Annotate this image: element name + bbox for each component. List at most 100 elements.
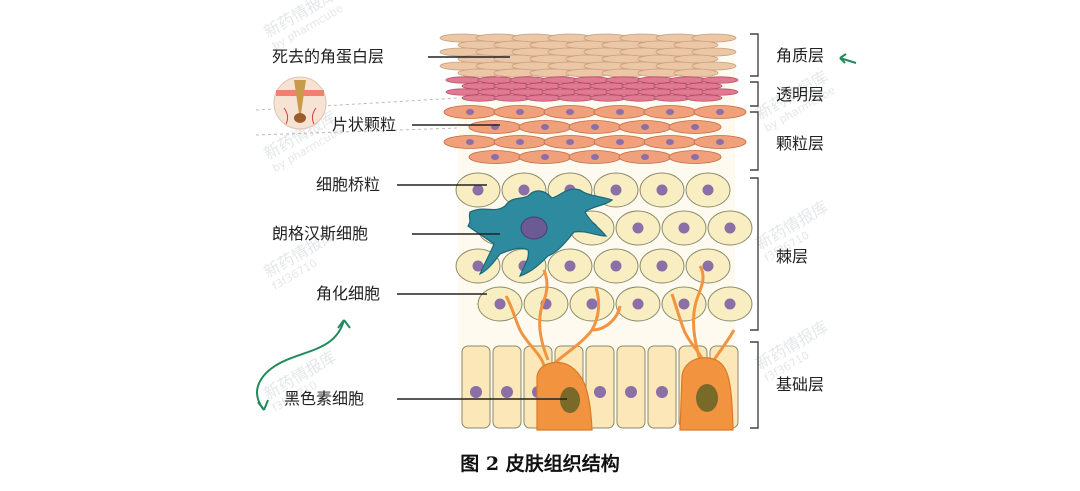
granular-nucleus [616,109,624,115]
granular-nucleus [541,154,549,160]
skin-illustration [440,34,752,430]
granular-nucleus [591,124,599,130]
lucidum-cell [702,89,738,95]
granular-nucleus [541,124,549,130]
lucidum-cell [462,83,498,89]
watermark-1: 新药情报库 by pharmcube [261,0,346,53]
spinous-nucleus [703,185,714,196]
figure-caption: 图 2 皮肤组织结构 [460,452,619,475]
granular-nucleus [691,124,699,130]
granular-nucleus [666,139,674,145]
lucidum-cell [686,95,722,101]
lucidum-cell [670,77,706,83]
langerhans-nucleus [521,217,547,239]
granular-nucleus [566,139,574,145]
lucidum-cell [526,83,562,89]
spinous-nucleus [611,261,622,272]
label-stratum-spinosum: 棘层 [776,247,808,266]
lucidum-cell [622,95,658,101]
spinous-nucleus [633,223,644,234]
lucidum-cell [558,83,594,89]
granular-nucleus [641,124,649,130]
lucidum-cell [670,89,706,95]
basal-nucleus [594,386,606,398]
basal-nucleus [501,386,513,398]
lucidum-cell [606,89,642,95]
lucidum-cell [510,89,546,95]
label-stratum-lucidum: 透明层 [776,85,824,104]
melanocyte-1-nucleus [560,387,580,413]
stratum-corneum [440,34,736,77]
granular-nucleus [716,109,724,115]
spinous-nucleus [657,185,668,196]
stratum-lucidum [446,77,738,101]
granular-nucleus [466,139,474,145]
granular-nucleus [491,154,499,160]
label-desmosome: 细胞桥粒 [316,175,380,194]
spinous-nucleus [657,261,668,272]
basal-nucleus [470,386,482,398]
spinous-nucleus [703,261,714,272]
lucidum-cell [510,77,546,83]
lucidum-cell [462,95,498,101]
lucidum-cell [590,95,626,101]
spinous-nucleus [679,299,690,310]
granular-nucleus [516,109,524,115]
spinous-nucleus [519,185,530,196]
lucidum-cell [654,83,690,89]
label-stratum-granulosum: 颗粒层 [776,134,824,153]
granular-nucleus [666,109,674,115]
lucidum-cell [574,77,610,83]
lucidum-cell [494,95,530,101]
spinous-nucleus [495,299,506,310]
lucidum-cell [654,95,690,101]
spinous-nucleus [611,185,622,196]
spinous-nucleus [565,261,576,272]
hair-bulb [294,113,306,123]
label-melanocyte: 黑色素细胞 [284,389,364,408]
lucidum-cell [494,83,530,89]
corneum-scale [674,69,718,77]
bracket-lucidum [750,82,758,106]
granular-nucleus [641,154,649,160]
granular-nucleus [616,139,624,145]
lucidum-cell [638,77,674,83]
lucidum-cell [622,83,658,89]
basal-nucleus [656,386,668,398]
label-lamellar-granules: 片状颗粒 [332,115,396,134]
spinous-nucleus [587,299,598,310]
granular-nucleus [466,109,474,115]
lucidum-cell [638,89,674,95]
granular-nucleus [691,154,699,160]
lucidum-cell [558,95,594,101]
label-langerhans-cell: 朗格汉斯细胞 [272,224,368,243]
spinous-nucleus [679,223,690,234]
label-stratum-basale: 基础层 [776,375,824,394]
spinous-nucleus [473,185,484,196]
lucidum-cell [446,77,482,83]
basal-nucleus [625,386,637,398]
lucidum-cell [702,77,738,83]
curved-arrow-head-top [338,320,350,328]
melanocyte-2-nucleus [696,384,718,412]
lucidum-cell [526,95,562,101]
spinous-nucleus [725,299,736,310]
lucidum-cell [686,83,722,89]
lucidum-cell [574,89,610,95]
label-stratum-corneum: 角质层 [776,46,824,65]
spinous-nucleus [725,223,736,234]
lucidum-cell [590,83,626,89]
bracket-corneum [750,34,758,76]
lucidum-cell [478,77,514,83]
label-keratinocyte: 角化细胞 [316,284,380,303]
granular-nucleus [516,139,524,145]
lucidum-cell [606,77,642,83]
lucidum-cell [542,77,578,83]
lucidum-cell [542,89,578,95]
spinous-nucleus [633,299,644,310]
lucidum-cell [446,89,482,95]
lucidum-cell [478,89,514,95]
label-dead-keratin: 死去的角蛋白层 [272,47,384,66]
granular-nucleus [716,139,724,145]
